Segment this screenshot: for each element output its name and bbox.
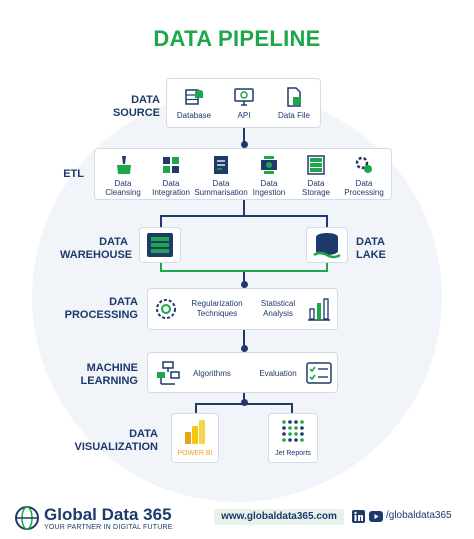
stage-label-data-processing: DATA PROCESSING — [64, 296, 138, 321]
lake-icon — [313, 233, 341, 259]
stage-label-data-source: DATA SOURCE — [112, 94, 160, 119]
connector-viz-left — [195, 403, 197, 413]
footer-brand: Global Data 365 — [44, 505, 172, 524]
powerbi-icon — [185, 420, 205, 444]
connector-merge-line — [160, 270, 328, 272]
stage-label-machine-learning: MACHINE LEARNING — [80, 362, 138, 387]
connector-dot — [240, 141, 248, 148]
viz-item-powerbi: POWER BI — [177, 450, 213, 457]
footer-social-handle[interactable]: /globaldata365 — [386, 510, 452, 521]
source-item-data-file: Data File — [270, 86, 318, 120]
algorithms-icon — [157, 361, 180, 385]
source-item-api: API — [222, 86, 266, 120]
warehouse-icon — [147, 233, 173, 257]
connector-dot — [240, 399, 248, 406]
connector-source-etl — [243, 128, 245, 148]
evaluation-icon — [306, 362, 332, 384]
etl-item-storage: Data Storage — [294, 154, 338, 197]
stage-label-data-lake: DATA LAKE — [356, 236, 386, 261]
etl-box — [94, 148, 392, 200]
connector-dot — [240, 345, 248, 352]
footer: Global Data 365 YOUR PARTNER IN DIGITAL … — [0, 497, 474, 539]
ml-item-evaluation: Evaluation — [259, 369, 297, 378]
processing-item-regularization: Regularization Techniques — [191, 299, 243, 318]
machine-learning-box — [147, 352, 338, 393]
connector-branch-left — [160, 215, 162, 227]
summarisation-icon — [214, 156, 228, 174]
stage-label-data-visualization: DATA VISUALIZATION — [74, 428, 158, 453]
youtube-icon[interactable] — [369, 511, 383, 522]
connector-warehouse-merge-right — [326, 263, 328, 272]
linkedin-icon[interactable] — [352, 510, 365, 523]
processing-icon — [355, 156, 372, 173]
ml-item-algorithms: Algorithms — [193, 369, 231, 378]
jet-reports-icon — [282, 420, 304, 442]
database-icon — [185, 89, 203, 105]
api-icon — [234, 88, 254, 106]
connector-etl-branch — [160, 215, 328, 217]
processing-item-statistical: Statistical Analysis — [260, 299, 296, 318]
data-file-icon — [287, 87, 301, 107]
cleansing-icon — [117, 156, 131, 174]
etl-item-summarisation: Data Summarisation — [194, 154, 248, 197]
etl-item-processing: Data Processing — [340, 154, 388, 197]
storage-icon — [307, 155, 325, 175]
globe-logo-icon — [15, 506, 39, 530]
stage-label-data-warehouse: DATA WAREHOUSE — [60, 236, 133, 261]
ingestion-icon — [261, 156, 277, 174]
statistical-icon — [308, 298, 330, 321]
jet-reports-box — [268, 413, 318, 463]
footer-website-link[interactable]: www.globaldata365.com — [214, 509, 344, 525]
connector-branch-right — [326, 215, 328, 227]
etl-item-cleansing: Data Cleansing — [100, 154, 146, 197]
connector-processing-ml — [243, 330, 245, 352]
page-title: DATA PIPELINE — [153, 26, 321, 51]
footer-tagline: YOUR PARTNER IN DIGITAL FUTURE — [44, 524, 173, 531]
etl-item-ingestion: Data Ingestion — [246, 154, 292, 197]
viz-item-jet-reports: Jet Reports — [275, 450, 311, 457]
connector-viz-right — [291, 403, 293, 413]
source-item-database: Database — [170, 86, 218, 120]
integration-icon — [163, 157, 179, 173]
etl-item-integration: Data Integration — [148, 154, 194, 197]
data-processing-box — [147, 288, 338, 330]
regularization-icon — [156, 299, 176, 319]
connector-merge-processing — [243, 272, 245, 288]
stage-label-etl: ETL — [63, 168, 84, 180]
connector-etl-down — [243, 200, 245, 216]
connector-warehouse-merge-left — [160, 263, 162, 272]
connector-dot — [240, 281, 248, 288]
